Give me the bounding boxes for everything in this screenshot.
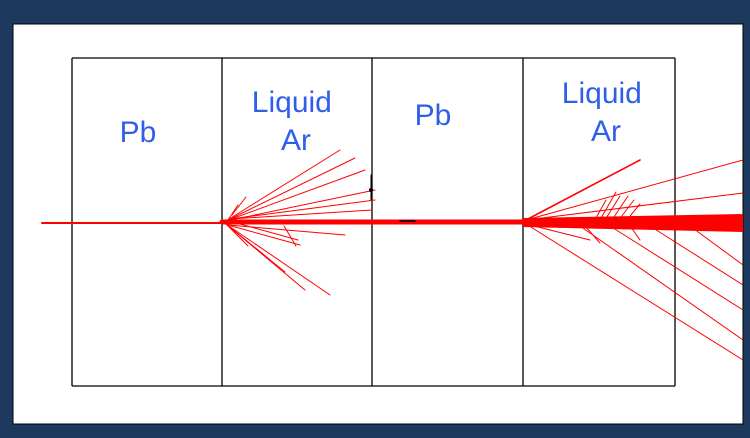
shower-branch — [584, 225, 601, 244]
shower-branch — [225, 223, 331, 296]
layer-label-pb-1: Pb — [120, 116, 157, 149]
layer-labels: Pb Liquid Ar Pb Liquid Ar — [120, 77, 650, 157]
shower-branch — [604, 195, 621, 221]
shower-branch — [225, 223, 271, 261]
shower-branch — [617, 199, 635, 222]
shower-branch — [609, 225, 743, 311]
shower-branches-second — [525, 159, 743, 361]
shower-branch — [525, 223, 743, 361]
shower-branch — [225, 169, 366, 222]
shower-core-band — [523, 214, 743, 232]
shower-branch — [599, 191, 617, 221]
shower-branch — [283, 225, 297, 247]
shower-branch — [595, 199, 607, 219]
shower-branch — [629, 225, 641, 241]
shower-branch — [225, 223, 249, 247]
shower-branches-first — [225, 149, 376, 296]
shower-branch — [689, 225, 743, 266]
layer-label-liquid-ar-2: Liquid Ar — [562, 77, 650, 148]
shower-branch — [525, 223, 591, 241]
shower-branch — [239, 223, 299, 241]
shower-branch — [525, 159, 743, 221]
shower-branch — [227, 224, 301, 246]
particle-tracks — [41, 149, 743, 361]
shower-branch — [225, 149, 341, 222]
shower-branch — [649, 225, 743, 286]
shower-branch — [231, 196, 247, 216]
track-marker — [369, 188, 373, 192]
shower-branch — [625, 203, 641, 222]
shower-branch — [579, 225, 743, 341]
layer-label-liquid-ar-1: Liquid Ar — [252, 86, 340, 157]
shower-branch — [225, 157, 356, 222]
shower-branch — [227, 204, 239, 221]
shower-branch — [525, 159, 641, 221]
shower-branch — [525, 192, 743, 221]
shower-branch — [229, 199, 376, 220]
layer-label-pb-2: Pb — [415, 99, 452, 132]
shower-branch — [611, 195, 629, 221]
shower-branch — [229, 209, 373, 220]
